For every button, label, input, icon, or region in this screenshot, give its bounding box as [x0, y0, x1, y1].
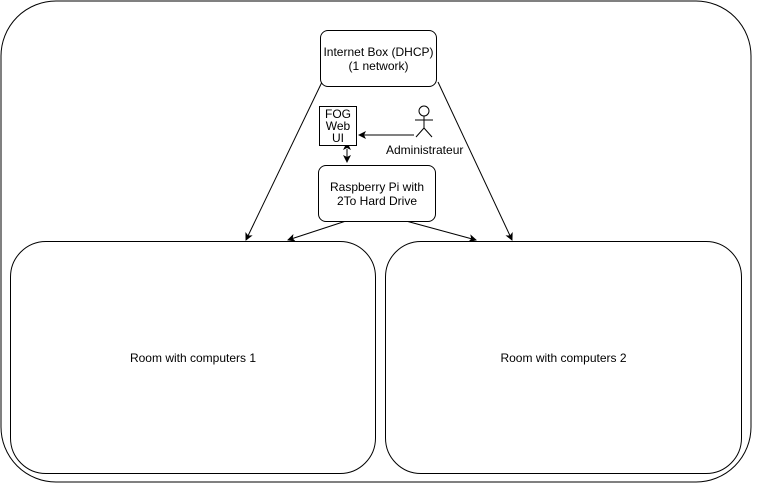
fog-web-ui-node[interactable]: FOG Web UI: [319, 106, 357, 146]
administrator-label: Administrateur: [386, 143, 464, 157]
raspberry-pi-label-line1: Raspberry Pi with: [329, 179, 425, 194]
raspberry-pi-node[interactable]: Raspberry Pi with 2To Hard Drive: [318, 165, 436, 222]
internet-box-node[interactable]: Internet Box (DHCP) (1 network): [320, 30, 437, 87]
fog-label-line1: FOG: [325, 107, 351, 121]
fog-label-line3: UI: [332, 131, 344, 145]
fog-label-line2: Web: [325, 119, 351, 133]
internet-box-label-line2: (1 network): [348, 58, 409, 73]
edge-internet-to-room1: [245, 81, 323, 241]
room1-label: Room with computers 1: [129, 350, 257, 365]
administrator-actor-icon: [415, 105, 433, 138]
edge-pi-to-room1: [287, 220, 347, 242]
raspberry-pi-label-line2: 2To Hard Drive: [336, 193, 418, 208]
room2-label: Room with computers 2: [500, 350, 627, 365]
internet-box-label-line1: Internet Box (DHCP): [323, 44, 434, 59]
edge-internet-to-room2: [437, 81, 513, 241]
edge-pi-to-room2: [405, 220, 477, 243]
room1-node[interactable]: Room with computers 1: [10, 241, 376, 474]
room2-node[interactable]: Room with computers 2: [385, 241, 742, 474]
